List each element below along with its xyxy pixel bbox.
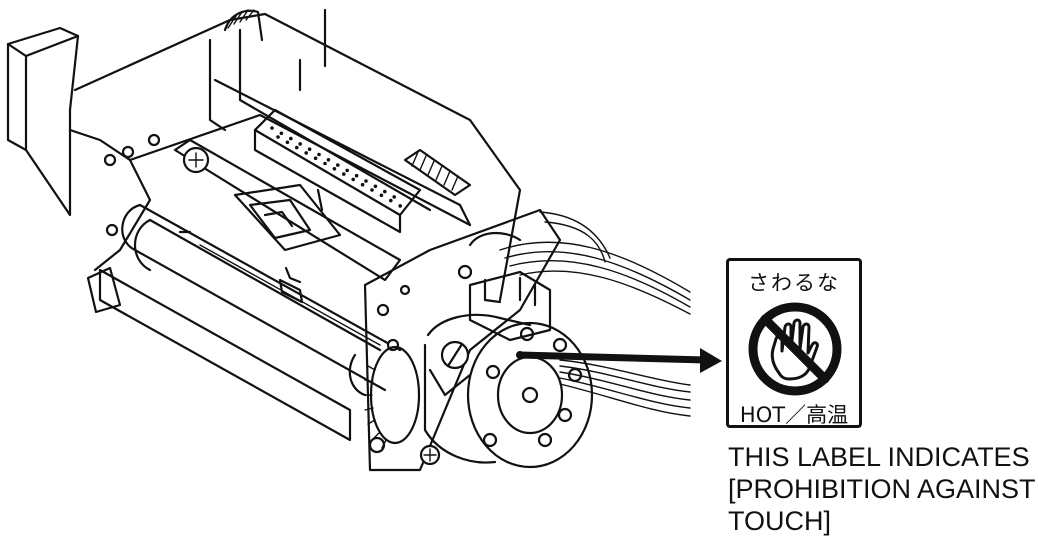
- connector-pin: [332, 167, 337, 171]
- top-gear: [223, 9, 264, 42]
- platen-roller: [86, 203, 402, 442]
- connector-pin: [307, 147, 312, 151]
- connector-pin: [379, 193, 384, 198]
- main-frame: [68, 8, 522, 302]
- connector-pin: [313, 156, 318, 160]
- connector-pin: [285, 140, 290, 145]
- connector-pin: [276, 135, 280, 139]
- connector-pin: [295, 145, 299, 150]
- side-gear: [363, 345, 421, 449]
- no-touch-hand-icon: [748, 302, 842, 396]
- label-caption: THIS LABEL INDICATES [PROHIBITION AGAINS…: [728, 441, 1038, 537]
- connector-pin: [383, 189, 387, 194]
- caption-line-3: TOUCH]: [728, 506, 832, 536]
- connector-pin: [373, 184, 378, 189]
- connector-pin: [326, 158, 331, 162]
- print-head-carrier: [173, 138, 402, 282]
- stepping-motor: [423, 313, 594, 469]
- connector-pin: [370, 188, 374, 192]
- tension-spring: [403, 148, 472, 197]
- caption-line-1: THIS LABEL INDICATES: [728, 442, 1030, 472]
- connector-pin: [389, 198, 393, 203]
- connector-pin: [360, 182, 365, 187]
- connector-pin: [354, 173, 359, 178]
- caption-line-2: [PROHIBITION AGAINST: [728, 474, 1036, 504]
- label-hot-text: HOT／高温: [739, 403, 849, 427]
- connector-pin: [336, 163, 340, 167]
- pointer-arrow: [516, 348, 722, 373]
- connector-pin: [342, 172, 346, 176]
- connector-pin: [317, 152, 321, 157]
- connector-pin: [289, 136, 293, 141]
- connector-block: [253, 108, 422, 234]
- connector-pin: [351, 177, 356, 182]
- label-japanese-text: さわるな: [748, 271, 840, 295]
- connector-pin: [298, 142, 303, 146]
- connector-pin: [364, 179, 368, 183]
- connector-pin: [398, 204, 403, 208]
- left-mounting-bracket: [6, 26, 80, 217]
- connector-pin: [323, 161, 327, 166]
- connector-pin: [392, 195, 397, 199]
- connector-pin: [304, 151, 309, 155]
- connector-pin: [270, 126, 274, 130]
- connector-pin: [279, 131, 284, 136]
- connector-pin: [345, 168, 350, 173]
- warning-label: さわるな HOT／高温: [726, 258, 862, 428]
- wire-harness: [499, 211, 691, 417]
- motor-connector-housing: [468, 270, 552, 342]
